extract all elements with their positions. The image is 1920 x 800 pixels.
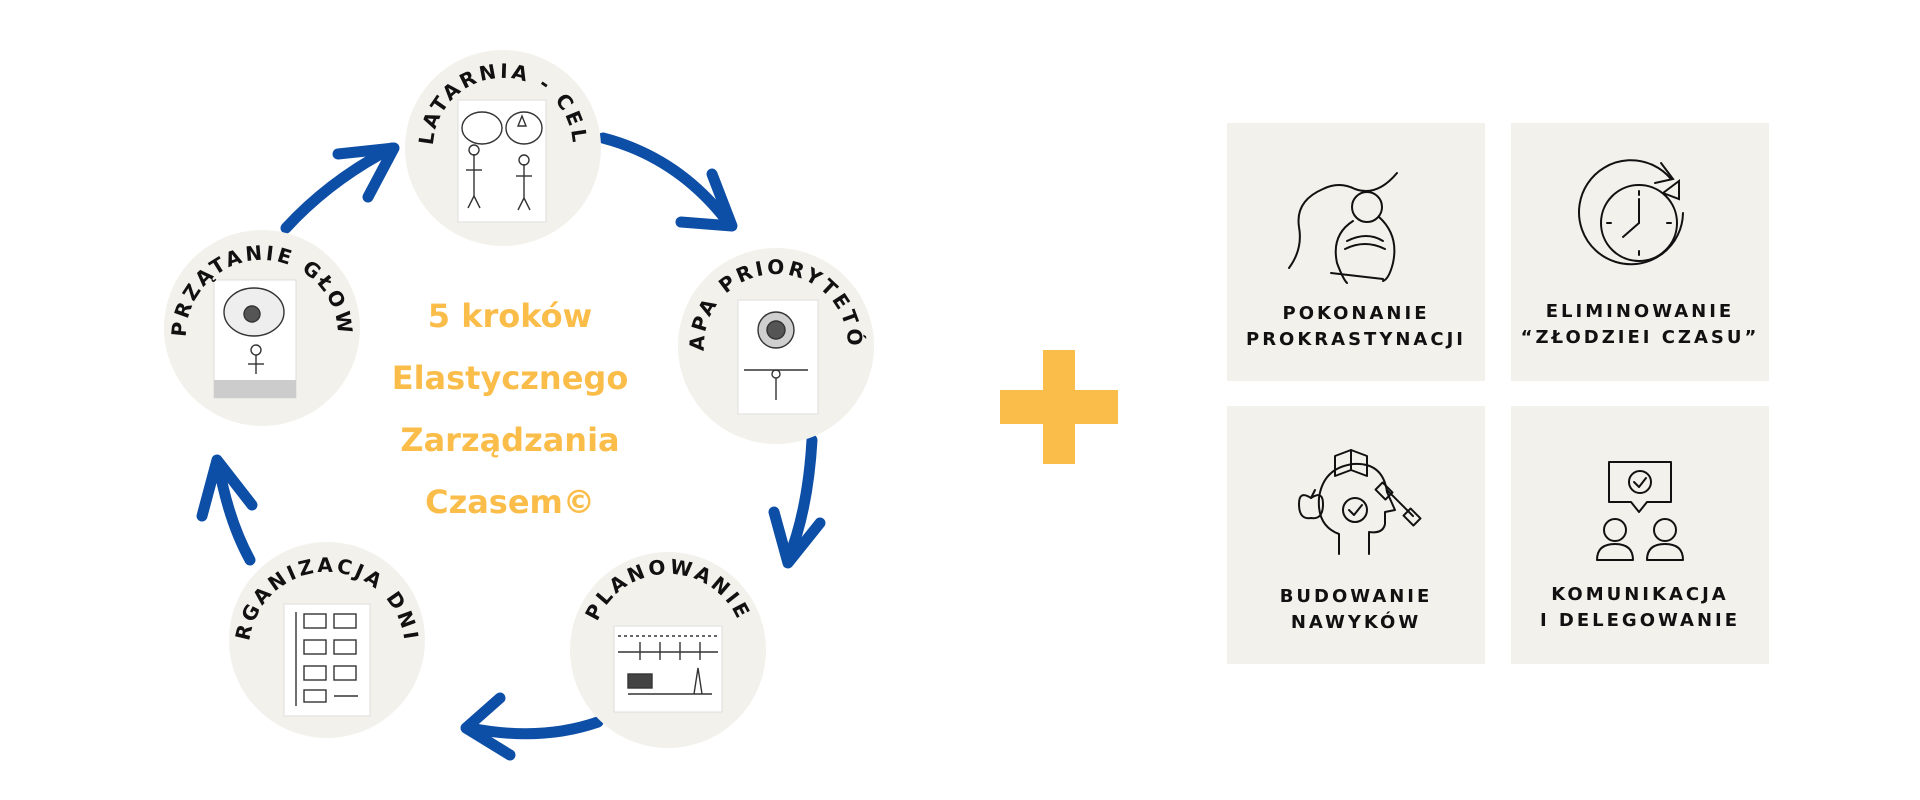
tile-label-line: “ZŁODZIEI CZASU” — [1520, 327, 1760, 348]
center-title-line: 5 kroków — [427, 297, 593, 335]
arrow-planowanie-to-organizacja — [464, 716, 604, 740]
arrow-planowanie-to-organizacja-head — [460, 692, 516, 761]
tile-komunikacja-i-delegowanie: KOMUNIKACJA I DELEGOWANIE — [1511, 406, 1769, 664]
tile-label-line: PROKRASTYNACJI — [1246, 329, 1466, 350]
tile-pokonanie-prokrastynacji: POKONANIE PROKRASTYNACJI — [1227, 123, 1485, 381]
plus-icon — [1000, 350, 1118, 464]
step-illustration — [457, 99, 547, 223]
habit-head-icon — [1298, 449, 1422, 555]
tile-eliminowanie-zlodziei-czasu: ELIMINOWANIE “ZŁODZIEI CZASU” — [1511, 123, 1769, 381]
step-illustration — [283, 603, 371, 717]
step-latarnia-cel: LATARNIA - CEL — [405, 50, 601, 246]
step-illustration — [613, 625, 723, 713]
communication-icon — [1596, 461, 1684, 561]
tile-budowanie-nawykow: BUDOWANIE NAWYKÓW — [1227, 406, 1485, 664]
arrow-sprzatanie-to-latarnia — [280, 142, 398, 234]
center-title-line: Czasem© — [425, 483, 595, 521]
tile-label-line: BUDOWANIE — [1279, 586, 1433, 607]
arrow-latarnia-to-mapa — [597, 132, 736, 231]
cycle-center-title: 5 kroków Elastycznego Zarządzania Czasem… — [360, 285, 660, 533]
tile-label-line: KOMUNIKACJA — [1551, 584, 1729, 605]
hugging-knees-person-icon — [1288, 172, 1398, 284]
arrow-organizacja-to-sprzatanie — [212, 456, 256, 566]
arrow-mapa-to-planowanie — [782, 434, 818, 566]
arrow-latarnia-to-mapa-head — [675, 168, 738, 232]
tile-label-line: NAWYKÓW — [1290, 612, 1422, 633]
clock-arrow-icon — [1578, 159, 1684, 266]
tile-label-line: I DELEGOWANIE — [1539, 610, 1741, 631]
priority-map-sketch-icon — [744, 311, 808, 400]
step-planowanie: PLANOWANIE — [570, 552, 766, 748]
weekly-plan-sketch-icon — [618, 635, 718, 695]
center-title-line: Elastycznego — [391, 359, 629, 397]
arrow-sprzatanie-to-latarnia-head — [332, 142, 400, 203]
arrow-mapa-to-planowanie-head — [768, 506, 826, 569]
lighthouse-sketch-icon — [461, 111, 543, 211]
head-cleaning-sketch-icon — [214, 287, 296, 398]
center-title-line: Zarządzania — [400, 421, 620, 459]
daily-organization-sketch-icon — [295, 612, 358, 706]
arrow-organizacja-to-sprzatanie-head — [196, 454, 258, 522]
cycle-arrows — [196, 132, 826, 761]
tile-label-line: ELIMINOWANIE — [1545, 301, 1735, 322]
tile-label-line: POKONANIE — [1282, 303, 1430, 324]
